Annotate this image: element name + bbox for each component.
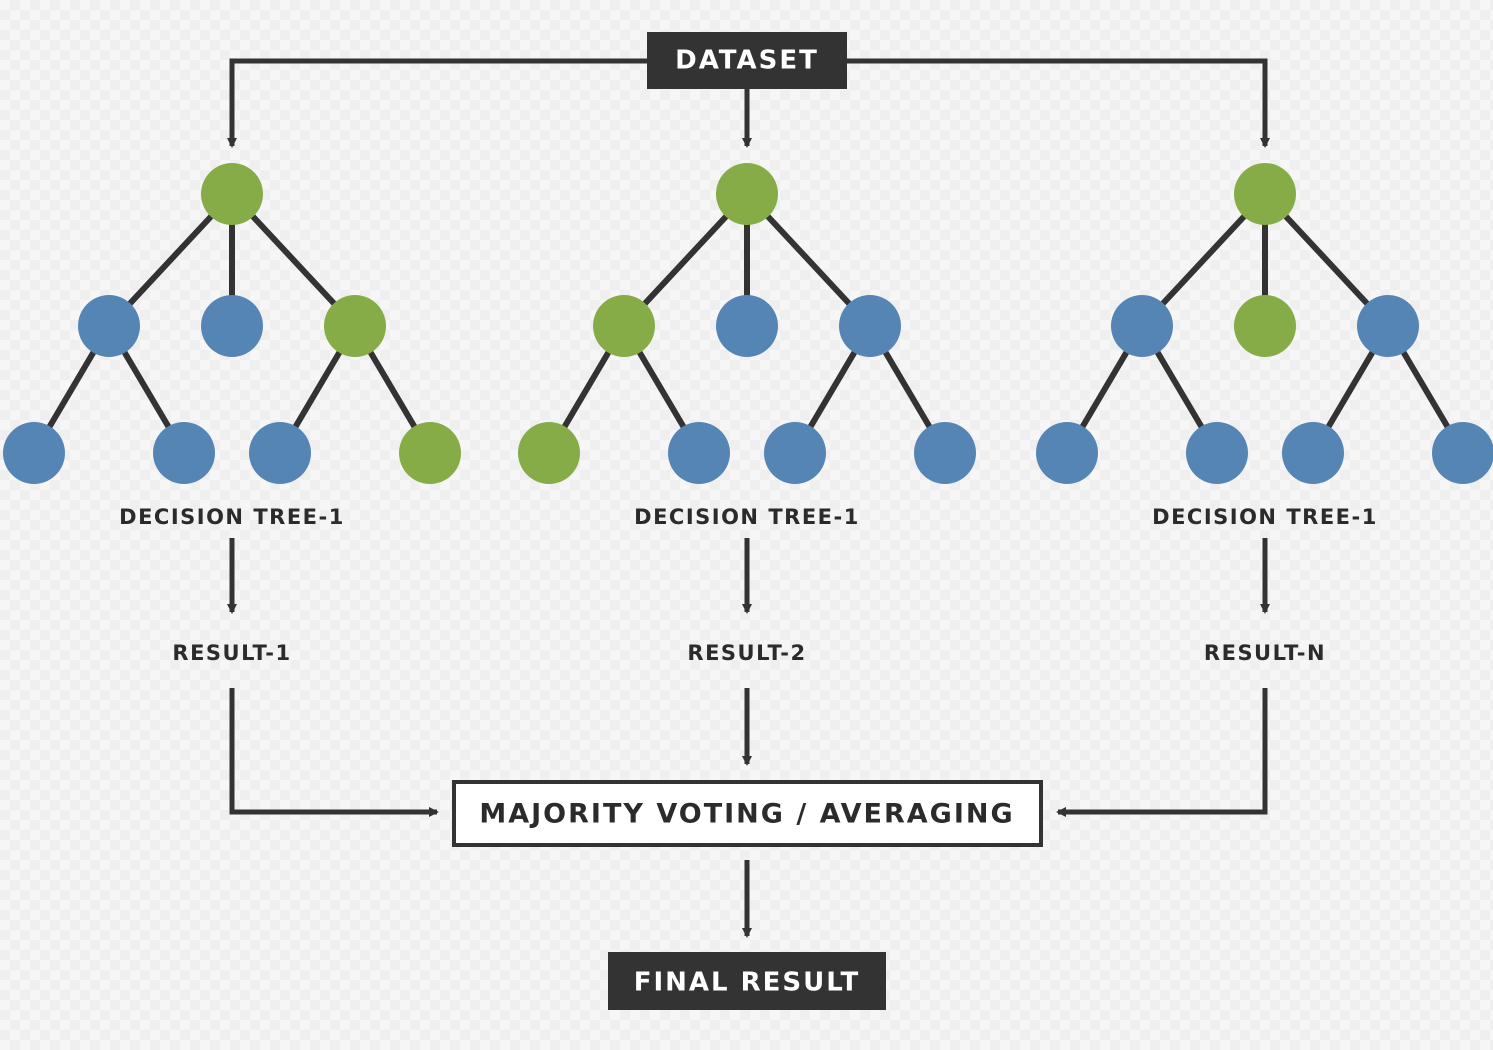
dataset-box: DATASET <box>647 32 847 89</box>
tree-branch-node <box>839 295 901 357</box>
tree-branch-node <box>324 295 386 357</box>
tree-leaf-node <box>764 422 826 484</box>
result-label: RESULT-1 <box>172 641 291 665</box>
aggregation-label: MAJORITY VOTING / AVERAGING <box>479 799 1014 830</box>
tree-branch-node <box>716 295 778 357</box>
tree-leaf-node <box>1186 422 1248 484</box>
dataset-to-tree-3-arrow <box>847 58 1270 148</box>
tree-branch-node <box>1234 295 1296 357</box>
tree-leaf-node <box>518 422 580 484</box>
tree-leaf-node <box>249 422 311 484</box>
tree-root-node <box>1234 163 1296 225</box>
aggregation-box-frame <box>452 780 1043 847</box>
tree-leaf-node <box>399 422 461 484</box>
trees-layer <box>3 163 1493 484</box>
tree-leaf-node <box>3 422 65 484</box>
tree-branch-node <box>1357 295 1419 357</box>
tree-leaf-node <box>1036 422 1098 484</box>
decision-tree-2 <box>518 163 976 484</box>
result-label: RESULT-N <box>1204 641 1326 665</box>
tree-label: DECISION TREE-1 <box>634 505 860 529</box>
tree-branch-node <box>78 295 140 357</box>
aggregation-box: MAJORITY VOTING / AVERAGING <box>452 780 1043 847</box>
decision-tree-1 <box>3 163 461 484</box>
dataset-label: DATASET <box>675 46 819 76</box>
result-label: RESULT-2 <box>687 641 806 665</box>
tree-label: DECISION TREE-1 <box>1152 505 1378 529</box>
tree-leaf-node <box>153 422 215 484</box>
tree-root-node <box>201 163 263 225</box>
tree-branch-node <box>1111 295 1173 357</box>
tree-root-node <box>716 163 778 225</box>
dataset-connectors <box>227 58 1270 148</box>
tree-branch-node <box>593 295 655 357</box>
dataset-to-tree-1-arrow <box>227 58 647 148</box>
tree-leaf-node <box>668 422 730 484</box>
tree-branch-node <box>201 295 263 357</box>
aggregation-connectors <box>229 688 1268 817</box>
final-result-box: FINAL RESULT <box>608 952 886 1010</box>
final-result-box-bg <box>608 952 886 1010</box>
tree-label: DECISION TREE-1 <box>119 505 345 529</box>
decision-tree-3 <box>1036 163 1493 484</box>
tree-leaf-node <box>1282 422 1344 484</box>
tree-leaf-node <box>914 422 976 484</box>
result-1-to-aggregation-arrow <box>229 688 439 817</box>
final-result-label: FINAL RESULT <box>634 968 861 998</box>
tree-leaf-node <box>1432 422 1493 484</box>
dataset-box-bg <box>647 32 847 89</box>
result-n-to-aggregation-arrow <box>1056 688 1268 817</box>
